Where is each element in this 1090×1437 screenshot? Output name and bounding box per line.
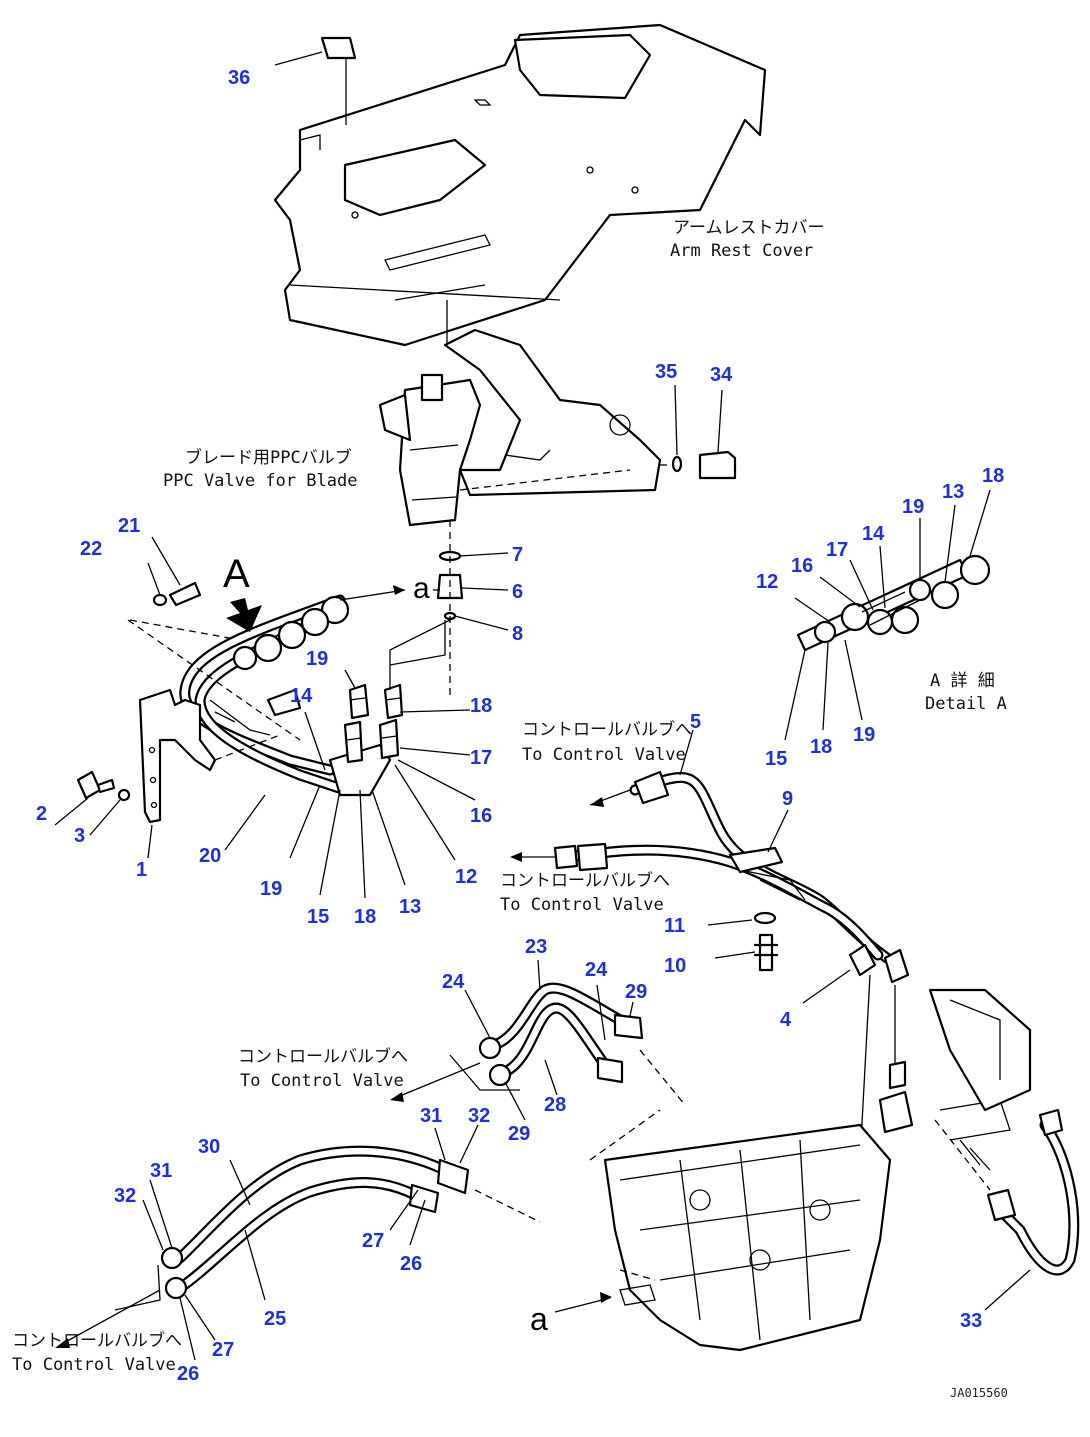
fitting-ring-row [232, 595, 350, 671]
lower-hose-pair [55, 1124, 541, 1361]
hose-33-assembly [928, 988, 1080, 1311]
callout-4: 4 [780, 1009, 792, 1031]
arm-rest-cover-caption-en: Arm Rest Cover [670, 241, 813, 261]
middle-hose-pair [390, 959, 686, 1121]
callout-5: 5 [690, 711, 701, 733]
view-arrow-a [226, 598, 262, 632]
callout-27-b: 27 [212, 1339, 234, 1361]
callout-13-b: 13 [942, 481, 964, 503]
ppc-valve-caption-jp: ブレード用PPCバルブ [185, 447, 352, 468]
callout-31-b: 31 [150, 1160, 172, 1182]
control-valve-caption-en-2: To Control Valve [500, 895, 664, 915]
callout-19-c: 19 [902, 496, 924, 518]
callout-26-b: 26 [177, 1363, 199, 1385]
detail-a-drawing [784, 489, 991, 741]
callout-35: 35 [655, 361, 677, 383]
callout-18-a: 18 [470, 695, 492, 717]
callout-15-b: 15 [765, 748, 787, 770]
label-36-decal [274, 36, 357, 125]
view-letter-a: A [223, 552, 250, 596]
detail-a-caption-jp: A 詳 細 [930, 671, 995, 691]
callout-20: 20 [199, 845, 221, 867]
callout-24-b: 24 [585, 959, 608, 981]
callout-22: 22 [80, 538, 102, 560]
callout-28: 28 [544, 1094, 566, 1116]
callout-33: 33 [960, 1310, 982, 1332]
figure-id: JA015560 [950, 1386, 1008, 1400]
left-hose-bundle [127, 594, 451, 797]
callout-11: 11 [664, 915, 685, 937]
callout-13-a: 13 [399, 896, 421, 918]
callout-3: 3 [74, 825, 85, 847]
callout-18-d: 18 [810, 736, 832, 758]
callout-25: 25 [264, 1308, 286, 1330]
callout-12-b: 12 [756, 571, 778, 593]
arm-rest-cover-drawing [273, 23, 767, 347]
connection-arrow-a-lower [554, 1284, 656, 1313]
control-valve-caption-jp-1: コントロールバルブへ [522, 719, 692, 740]
control-valve-drawing [589, 1060, 1011, 1352]
callout-18-c: 18 [982, 465, 1004, 487]
callout-15-a: 15 [307, 906, 329, 928]
callout-29-b: 29 [508, 1123, 530, 1145]
callout-17-b: 17 [826, 539, 848, 561]
callout-27-a: 27 [362, 1230, 384, 1252]
left-group-leaders [224, 669, 476, 899]
fitting-6-7-8 [436, 520, 509, 700]
bracket-1-bolt-2-washer-3 [54, 688, 281, 859]
connection-arrow-a-upper [339, 585, 406, 601]
center-hose-assembly [510, 729, 910, 1161]
callout-1: 1 [136, 859, 147, 881]
callout-9: 9 [782, 788, 793, 810]
callout-14-a: 14 [290, 685, 313, 707]
callout-10: 10 [664, 955, 686, 977]
callout-32-a: 32 [468, 1105, 490, 1127]
callout-24-a: 24 [442, 971, 465, 993]
callout-36: 36 [228, 67, 250, 89]
callout-30: 30 [198, 1136, 220, 1158]
control-valve-caption-jp-3: コントロールバルブへ [238, 1046, 408, 1067]
bolt-21-washer-22 [129, 536, 241, 641]
callout-23: 23 [525, 936, 547, 958]
callout-12-a: 12 [455, 866, 477, 888]
callout-21: 21 [118, 515, 140, 537]
callout-31-a: 31 [420, 1105, 442, 1127]
callout-34: 34 [710, 364, 733, 386]
control-valve-caption-en-1: To Control Valve [522, 745, 686, 765]
callout-7: 7 [512, 544, 523, 566]
callout-14-b: 14 [862, 523, 885, 545]
control-valve-caption-en-3: To Control Valve [240, 1071, 404, 1091]
ppc-valve-drawing [378, 300, 662, 527]
control-valve-caption-jp-4: コントロールバルブへ [12, 1330, 182, 1351]
plug-34-and-oring-35 [660, 384, 737, 480]
callout-17-a: 17 [470, 747, 492, 769]
ppc-valve-caption-en: PPC Valve for Blade [163, 471, 357, 491]
callout-19-a: 19 [306, 648, 328, 670]
arm-rest-cover-caption-jp: アームレストカバー [673, 218, 824, 238]
callout-32-b: 32 [114, 1185, 136, 1207]
callout-29-a: 29 [625, 981, 647, 1003]
control-valve-caption-jp-2: コントロールバルブへ [500, 870, 670, 891]
callout-16-a: 16 [470, 805, 492, 827]
detail-a-caption-en: Detail A [925, 694, 1007, 714]
callout-26-a: 26 [400, 1253, 422, 1275]
callout-8: 8 [512, 623, 523, 645]
callout-18-b: 18 [354, 906, 376, 928]
callout-16-b: 16 [791, 555, 813, 577]
callout-19-b: 19 [260, 878, 282, 900]
callout-2: 2 [36, 803, 47, 825]
control-valve-caption-en-4: To Control Valve [12, 1355, 176, 1375]
callout-6: 6 [512, 581, 523, 603]
callout-numbers: 36 35 34 21 22 7 6 8 19 18 14 17 16 12 2… [36, 67, 1004, 1385]
callout-19-d: 19 [853, 724, 875, 746]
connection-letter-a-lower: a [530, 1301, 548, 1337]
connection-letter-a-upper: a [413, 572, 430, 605]
